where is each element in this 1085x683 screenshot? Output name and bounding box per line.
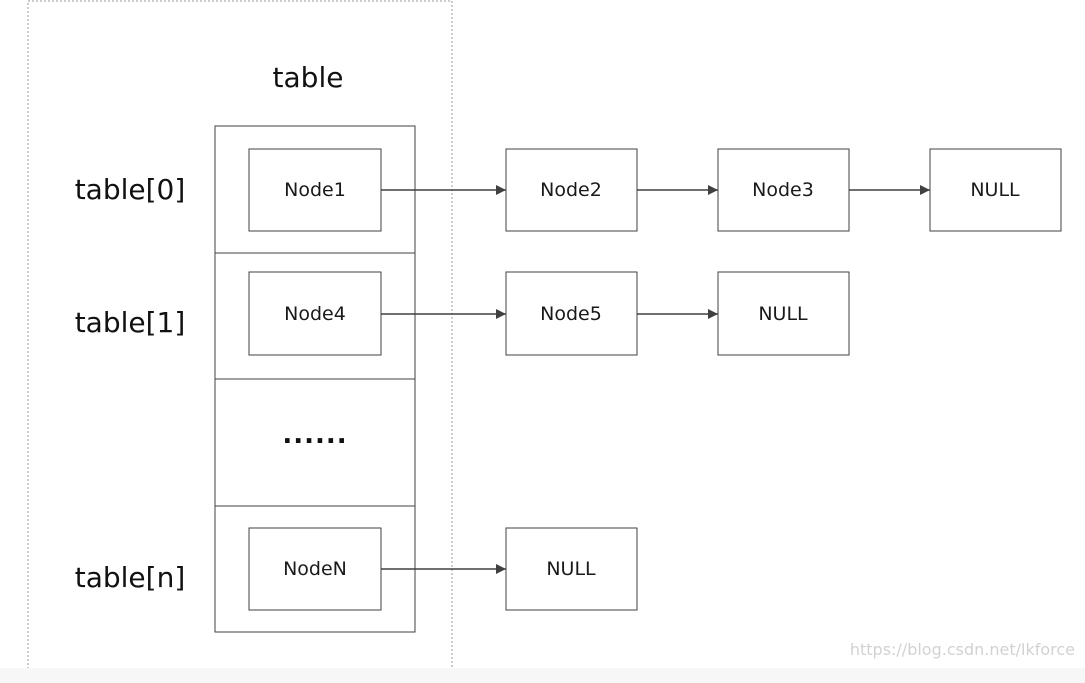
table-array — [214, 125, 416, 633]
node-box-node5 — [505, 271, 638, 356]
node-label-nodeN: NodeN — [283, 558, 347, 580]
node-box-null-row0 — [929, 148, 1062, 232]
table-title: table — [273, 61, 344, 94]
node-label-node1: Node1 — [284, 179, 346, 201]
node-box-null-row1 — [717, 271, 850, 356]
node-box-node3 — [717, 148, 850, 232]
row-label-n: table[n] — [75, 561, 186, 594]
node-box-node1 — [248, 148, 382, 232]
node-label-node3: Node3 — [752, 179, 814, 201]
watermark: https://blog.csdn.net/lkforce — [849, 640, 1075, 659]
ellipsis-text: ...... — [282, 420, 347, 450]
node-label-node5: Node5 — [540, 303, 602, 325]
node-label-node4: Node4 — [284, 303, 346, 325]
node-label-null-rown: NULL — [546, 558, 596, 580]
node-box-node4 — [248, 271, 382, 356]
row-label-1: table[1] — [75, 306, 186, 339]
bottom-strip — [0, 668, 1085, 683]
node-box-null-rown — [505, 527, 638, 611]
node-box-node2 — [505, 148, 638, 232]
node-label-null-row1: NULL — [758, 303, 808, 325]
node-box-nodeN — [248, 527, 382, 611]
node-label-node2: Node2 — [540, 179, 602, 201]
row-label-0: table[0] — [75, 173, 186, 206]
node-label-null-row0: NULL — [970, 179, 1020, 201]
table-cell-ellipsis — [214, 378, 416, 507]
